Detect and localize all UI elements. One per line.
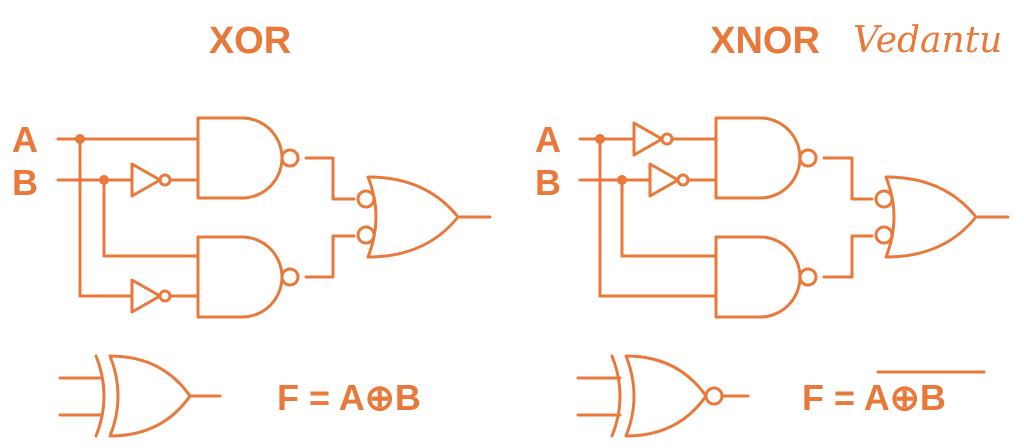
- xor-bubbled-or-gate: [356, 175, 460, 259]
- xnor-upper-nand-gate: [714, 116, 818, 200]
- xor-not-gate-a: [130, 278, 172, 314]
- xnor-bubbled-or-gate: [874, 175, 978, 259]
- xor-section: XOR A B: [12, 20, 492, 438]
- xnor-not-gate-a: [632, 121, 674, 157]
- xor-symbol: [58, 354, 222, 438]
- xnor-lower-nand-gate: [714, 235, 818, 319]
- xor-junction-dots: [75, 134, 109, 185]
- xnor-formula-lhs: F =: [802, 377, 864, 418]
- xor-formula-lhs: F =: [277, 377, 339, 418]
- xor-input-b-label: B: [12, 162, 38, 203]
- xnor-title: XNOR: [710, 20, 820, 62]
- vedantu-logo: Vedantu: [853, 20, 1002, 61]
- xnor-symbol: [576, 354, 750, 438]
- xnor-wires: [578, 137, 1010, 298]
- xor-input-a-label: A: [12, 119, 38, 160]
- xnor-formula: F = A⊕B: [802, 377, 946, 418]
- xnor-section: XNOR Vedantu A B: [535, 20, 1010, 438]
- xor-lower-nand-gate: [196, 235, 300, 319]
- xnor-junction-dots: [595, 134, 627, 185]
- xnor-input-a-label: A: [535, 119, 561, 160]
- xnor-not-gate-b: [648, 162, 690, 198]
- xor-title: XOR: [209, 20, 291, 62]
- xor-upper-nand-gate: [196, 116, 300, 200]
- xnor-formula-rhs: A⊕B: [864, 377, 946, 418]
- xor-wires: [56, 137, 492, 298]
- xor-formula: F = A⊕B: [277, 377, 421, 418]
- xnor-input-b-label: B: [535, 162, 561, 203]
- xor-not-gate-b: [130, 162, 172, 198]
- xor-formula-rhs: A⊕B: [339, 377, 421, 418]
